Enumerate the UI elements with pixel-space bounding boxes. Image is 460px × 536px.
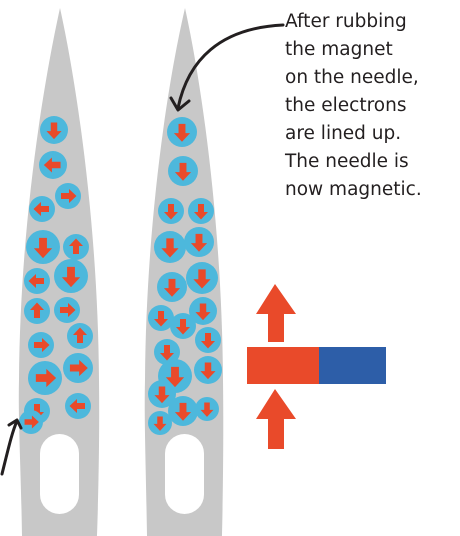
electron-right — [19, 410, 43, 434]
electron-down — [168, 156, 198, 186]
electron-down — [168, 396, 198, 426]
electron-right — [63, 353, 93, 383]
electron-down — [40, 116, 68, 144]
electron-up — [24, 298, 50, 324]
electron-down — [158, 198, 184, 224]
needle-eye — [165, 434, 204, 514]
electron-down — [157, 272, 187, 302]
electron-right — [55, 183, 81, 209]
magnet-south-pole — [319, 347, 386, 384]
electron-down — [194, 356, 222, 384]
explanation-caption: After rubbing the magnet on the needle, … — [285, 8, 457, 204]
magnet-north-pole — [247, 347, 319, 384]
needle-before — [19, 8, 99, 536]
electron-right — [28, 332, 54, 358]
electron-down — [154, 231, 186, 263]
electron-down — [188, 198, 214, 224]
electron-down — [195, 327, 221, 353]
electron-left — [29, 196, 55, 222]
field-arrow-bottom — [256, 389, 296, 449]
needle-eye — [40, 434, 79, 514]
field-arrow-top — [256, 284, 296, 342]
electron-down — [170, 313, 196, 339]
electron-down — [186, 262, 218, 294]
electron-down — [184, 227, 214, 257]
bar-magnet — [247, 284, 386, 449]
electron-down — [26, 230, 60, 264]
electron-up — [67, 323, 93, 349]
electron-down — [54, 259, 88, 293]
electron-right — [54, 297, 80, 323]
electron-down — [148, 411, 172, 435]
electron-right — [28, 361, 62, 395]
electron-down — [195, 397, 219, 421]
electron-up — [63, 234, 89, 260]
electron-down — [167, 117, 197, 147]
electron-left — [65, 393, 91, 419]
electron-left — [39, 151, 67, 179]
left-pointer-line — [2, 421, 17, 474]
electron-left — [24, 268, 50, 294]
